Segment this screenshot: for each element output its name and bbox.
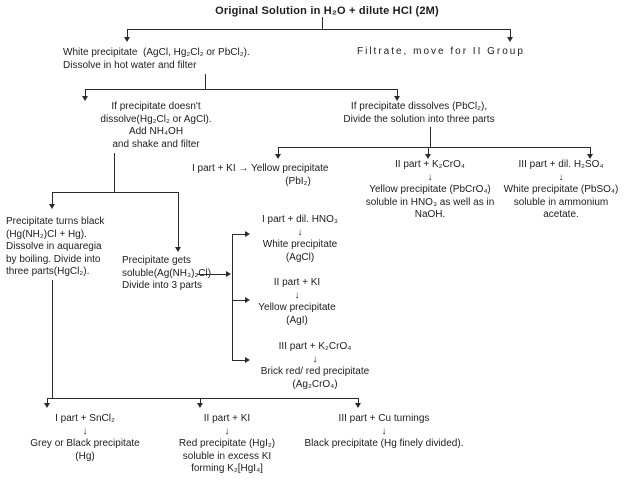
connector-line xyxy=(233,360,245,361)
arrowhead-down xyxy=(355,403,361,408)
arrowhead-down xyxy=(197,403,203,408)
connector-line xyxy=(85,89,398,90)
connector-line xyxy=(52,192,53,205)
connector-line xyxy=(232,234,233,361)
arrowhead-right xyxy=(245,297,250,303)
arrowhead-down xyxy=(275,154,281,159)
connector-line xyxy=(52,280,53,398)
node-ag-part3-k2cro4: III part + K₂CrO₄ ↓ Brick red/ red preci… xyxy=(260,341,370,390)
arrowhead-right xyxy=(226,271,231,277)
connector-line xyxy=(278,147,279,155)
connector-line xyxy=(114,153,115,192)
connector-line xyxy=(590,147,591,155)
connector-line xyxy=(358,398,359,404)
connector-line xyxy=(278,147,591,148)
arrowhead-down xyxy=(49,204,55,209)
connector-line xyxy=(397,89,398,97)
node-original-solution: Original Solution in H₂O + dilute HCl (2… xyxy=(215,5,439,17)
node-ag-part1-hno3: I part + dil. HNO₃ ↓ White precipitate (… xyxy=(261,214,339,263)
connector-line xyxy=(52,192,179,193)
connector-line xyxy=(47,398,48,404)
node-precipitate-dissolves: If precipitate dissolves (PbCl₂), Divide… xyxy=(343,101,495,125)
arrowhead-down xyxy=(124,37,130,42)
connector-line xyxy=(178,192,179,247)
connector-line xyxy=(430,127,431,148)
node-hg-part1-sncl2: I part + SnCl₂ ↓ Grey or Black precipita… xyxy=(30,413,140,462)
connector-line xyxy=(233,234,245,235)
arrowhead-down xyxy=(425,154,431,159)
node-filtrate-ii-group: Filtrate, move for II Group xyxy=(357,46,525,57)
node-pb-part1-ki-reagent: I part + KI → Yellow precipitate xyxy=(192,163,329,174)
connector-line xyxy=(127,29,511,30)
connector-line xyxy=(510,29,511,38)
arrowhead-down xyxy=(507,37,513,42)
node-hg-part3-cu-turnings: III part + Cu turnings ↓ Black precipita… xyxy=(304,413,464,449)
connector-line xyxy=(205,74,206,89)
arrowhead-right xyxy=(245,357,250,363)
connector-line xyxy=(127,29,128,38)
node-white-precipitate: White precipitate (AgCl, Hg₂Cl₂ or PbCl₂… xyxy=(63,47,250,71)
node-ag-part2-ki: II part + KI ↓ Yellow precipitate (AgI) xyxy=(258,277,336,326)
arrowhead-down xyxy=(394,96,400,101)
connector-line xyxy=(322,17,323,29)
node-precipitate-doesnt-dissolve: If precipitate doesn't dissolve(Hg₂Cl₂ o… xyxy=(100,101,212,150)
arrowhead-down xyxy=(587,154,593,159)
connector-line xyxy=(47,398,359,399)
connector-line xyxy=(85,89,86,97)
node-precipitate-gets-soluble: Precipitate gets soluble(Ag(NH₃)₂Cl) Div… xyxy=(122,255,212,291)
connector-line xyxy=(200,398,201,404)
node-hg-part2-ki: II part + KI ↓ Red precipitate (HgI₂) so… xyxy=(178,413,276,474)
node-pb-part1-product: (PbI₂) xyxy=(285,176,311,187)
arrowhead-down xyxy=(82,96,88,101)
node-pb-part3-h2so4: III part + dil. H₂SO₄ ↓ White precipitat… xyxy=(503,159,619,220)
connector-line xyxy=(197,274,226,275)
node-pb-part2-k2cro4: II part + K₂CrO₄ ↓ Yellow precipitate (P… xyxy=(365,159,495,220)
arrowhead-down xyxy=(175,247,181,252)
connector-line xyxy=(233,300,245,301)
connector-line xyxy=(428,147,429,155)
arrowhead-down xyxy=(44,403,50,408)
arrowhead-right xyxy=(245,231,250,237)
node-precipitate-turns-black: Precipitate turns black (Hg(NH₂)Cl + Hg)… xyxy=(6,216,105,277)
